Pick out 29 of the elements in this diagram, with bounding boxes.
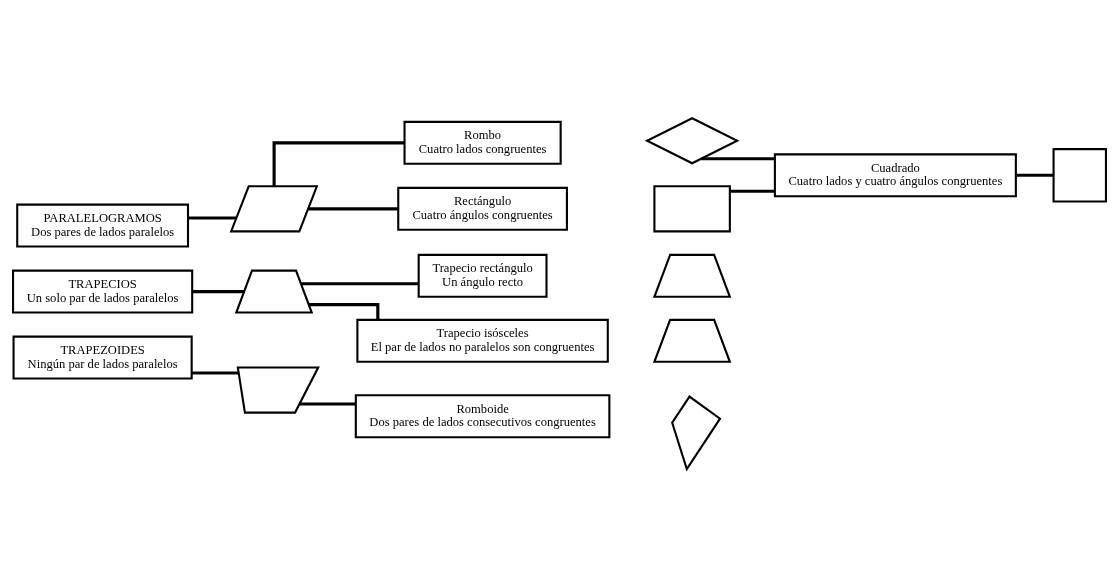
node-box: Trapecio rectángulo Un ángulo recto (417, 253, 548, 298)
node-parallelogram (229, 185, 319, 233)
node-box: TRAPEZOIDES Ningún par de lados paralelos (12, 335, 193, 380)
node-box (653, 185, 731, 233)
connector (299, 402, 356, 406)
connector (1016, 173, 1054, 177)
node-box: PARALELOGRAMOS Dos pares de lados paralelos (16, 203, 190, 248)
node-diamond (644, 117, 740, 165)
connector (301, 282, 419, 286)
node-box: Cuadrado Cuatro lados y cuatro ángulos congruentes (773, 153, 1017, 198)
connector (308, 207, 399, 211)
node-trapezoid (652, 318, 732, 363)
node-trapezoid (234, 269, 314, 314)
node-box: Romboide Dos pares de lados consecutivos congruentes (354, 394, 611, 439)
connector (272, 141, 405, 187)
node-kite (671, 395, 722, 472)
connector (308, 303, 380, 320)
node-box: Trapecio isósceles El par de lados no paralelos son congruentes (356, 318, 609, 363)
node-box: Rombo Cuatro lados congruentes (403, 120, 562, 165)
connector (191, 371, 239, 375)
connector (188, 216, 236, 220)
connector (729, 189, 775, 193)
node-box: TRAPECIOS Un solo par de lados paralelos (12, 269, 194, 314)
node-box: Rectángulo Cuatro ángulos congruentes (397, 186, 568, 231)
connector (701, 157, 775, 161)
node-square (1052, 148, 1107, 203)
node-trapezoid (652, 253, 732, 298)
node-quadrilateral (236, 366, 320, 414)
connector (192, 290, 244, 294)
